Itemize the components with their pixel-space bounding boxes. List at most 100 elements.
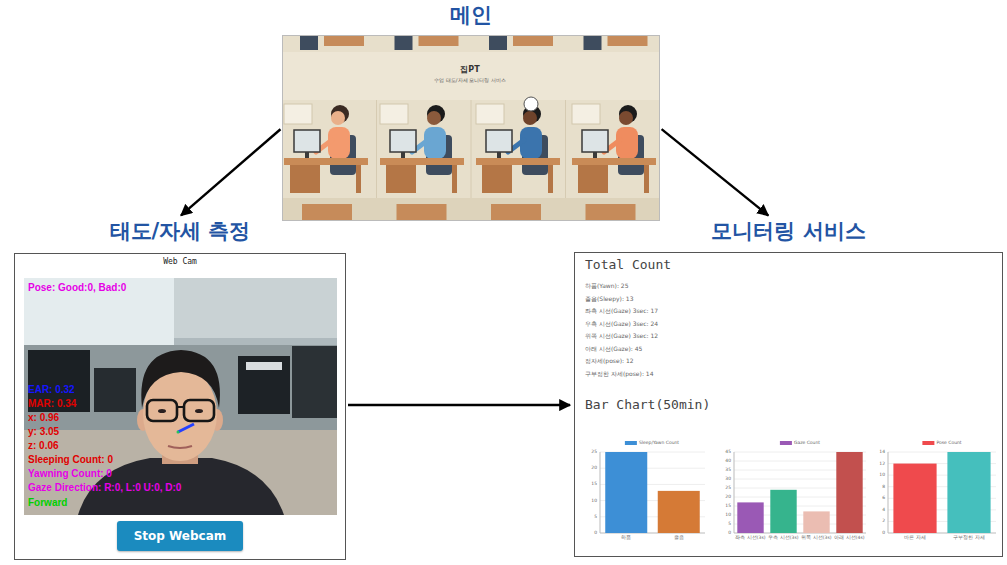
overlay-reading: x: 0.96 (28, 412, 59, 423)
screenshot-panel: 메인집PT수업 태도/자세 모니터링 서비스 (282, 2, 660, 221)
panel-divider (565, 100, 566, 198)
chair-legs (395, 35, 413, 50)
axis-line (888, 452, 889, 533)
panel-heading: 태도/자세 측정 (14, 218, 346, 244)
bar (893, 464, 936, 533)
axis-tick: 10 (591, 498, 597, 503)
bar (658, 491, 700, 533)
button-label: Stop Webcam (134, 529, 227, 543)
desk-drawer (290, 165, 320, 193)
screen-text: 졸음(Sleepy): 13 (585, 296, 633, 303)
axis-tick: 5 (728, 522, 731, 527)
flow-arrow (662, 129, 769, 215)
bar (770, 490, 796, 533)
axis-category: 아래 시선(4s) (834, 536, 864, 541)
mouth (168, 446, 192, 448)
axis-tick: 20 (725, 495, 731, 500)
room (24, 345, 337, 515)
eye (158, 409, 166, 413)
monitor (390, 130, 416, 152)
desk-top (302, 204, 352, 221)
axis-category: 우측 시선(3s) (768, 536, 798, 541)
bar (803, 511, 829, 533)
axis-tick: 15 (591, 482, 597, 487)
bar (737, 502, 763, 533)
axis-tick: 12 (879, 461, 885, 466)
monitor-stand (305, 152, 309, 158)
axis-tick: 5 (594, 514, 597, 519)
axis-tick: 30 (725, 477, 731, 482)
flow-arrow (348, 404, 570, 406)
desk-leg (548, 165, 553, 193)
window (572, 104, 600, 124)
screen-text: 아래 시선(Gaze): 45 (585, 346, 642, 353)
glasses (147, 400, 177, 421)
axis-category: 졸음 (674, 536, 684, 541)
overlay-reading: EAR: 0.32 (28, 384, 75, 395)
axis-category: 위쪽 시선(3s) (801, 536, 831, 541)
bar (947, 452, 990, 533)
chart-legend: Pose Count (922, 440, 961, 445)
window-light (24, 278, 174, 353)
window (380, 104, 408, 124)
axis-line (600, 452, 601, 533)
panel-heading: 메인 (282, 2, 660, 28)
axis-tick: 20 (591, 466, 597, 471)
axis-tick: 0 (882, 531, 885, 536)
axis-category: 바른 자세 (904, 536, 925, 541)
axis-tick: 2 (882, 519, 885, 524)
desk-leg (452, 165, 457, 193)
head (619, 111, 633, 125)
axis-line (734, 452, 735, 533)
head (331, 111, 345, 125)
head (427, 111, 441, 125)
chart-legend: Gaze Count (780, 440, 820, 445)
axis-category: 하품 (621, 536, 631, 541)
photo-ground (24, 278, 337, 515)
monitor (238, 356, 290, 414)
desk-drawer (578, 165, 608, 193)
overlay-reading: Sleeping Count: 0 (28, 454, 113, 465)
overlay-reading: Yawning Count: 0 (28, 468, 112, 479)
monitor (28, 350, 90, 412)
desk (380, 158, 464, 165)
screenshot-frame (282, 35, 660, 221)
overlay-reading: y: 3.05 (28, 426, 59, 437)
panel-heading: 모니터링 서비스 (574, 218, 1003, 244)
overlay-reading: MAR: 0.34 (28, 398, 76, 409)
screen-text: 수업 태도/자세 모니터링 서비스 (434, 78, 505, 84)
axis-tick: 25 (591, 450, 597, 455)
screen-text: Total Count (585, 258, 671, 273)
monitor (294, 130, 320, 152)
monitor (94, 368, 136, 412)
flow-arrow (181, 129, 280, 215)
chart-legend: Sleep/Yawn Count (625, 440, 679, 445)
desk-drawer (386, 165, 416, 193)
desk (476, 158, 560, 165)
overlay-reading: Gaze Direction: R:0, L:0 U:0, D:0 (28, 482, 181, 493)
panel-divider (376, 100, 377, 198)
overlay-reading: Pose: Good:0, Bad:0 (28, 282, 126, 293)
screen-text: 좌측 시선(Gaze) 3sec: 17 (585, 308, 658, 315)
axis-tick: 35 (725, 468, 731, 473)
axis-tick: 15 (725, 504, 731, 509)
desk-top (491, 204, 541, 221)
axis-tick: 0 (728, 531, 731, 536)
legend-text: Gaze Count (794, 440, 820, 445)
legend-swatch (780, 441, 792, 445)
nose-point (177, 431, 180, 434)
screen-text: Web Cam (163, 257, 197, 266)
chair-legs (489, 35, 507, 50)
header-band (282, 52, 660, 100)
desk-leg (356, 165, 361, 193)
desk-top (608, 35, 648, 46)
screen-text: 구부정한 자세(pose): 14 (585, 371, 653, 378)
glasses (184, 400, 214, 421)
bottom-band (282, 198, 660, 221)
screenshot-panel: 모니터링 서비스Total Count하품(Yawn): 25졸음(Sleepy… (574, 218, 1003, 557)
desk (284, 158, 368, 165)
